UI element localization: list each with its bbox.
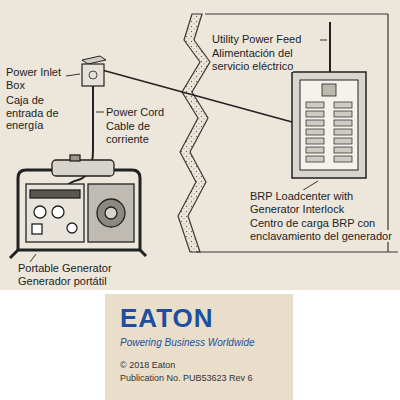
- label-text: Power Inlet Box: [6, 66, 61, 91]
- label-text: BRP Loadcenter with Generator Interlock: [250, 190, 353, 215]
- breaker: [306, 138, 324, 144]
- branch-wire: [102, 70, 292, 122]
- part-label: Centro de carga BRP con enclavamiento de…: [250, 217, 396, 242]
- breaker: [306, 111, 324, 117]
- part-label: Alimentación del servicio eléctrico: [212, 47, 332, 72]
- breaker: [306, 102, 324, 108]
- breaker: [306, 147, 324, 153]
- breaker: [306, 120, 324, 126]
- illustration-ground: [0, 0, 400, 290]
- label-text: Publication No. PUB53623 Rev 6: [120, 373, 253, 383]
- part-label: Portable Generator: [18, 262, 178, 275]
- label-text: Utility Power Feed: [212, 33, 301, 45]
- breaker: [334, 147, 352, 153]
- breaker: [334, 120, 352, 126]
- part-label: Power Inlet Box: [6, 66, 68, 91]
- room-lines: [196, 14, 398, 252]
- label-text: Cable de corriente: [106, 120, 150, 145]
- wall-section: [178, 14, 210, 252]
- label-text: © 2018 Eaton: [120, 360, 175, 370]
- label-text: Centro de carga BRP con enclavamiento de…: [250, 217, 392, 242]
- label-text: Alimentación del servicio eléctrico: [212, 47, 293, 72]
- label-text: EATON: [120, 303, 214, 333]
- breaker: [334, 102, 352, 108]
- portable-generator: [10, 155, 146, 258]
- breaker: [306, 156, 324, 162]
- part-label: Caja de entrada de energía: [6, 94, 82, 132]
- label-text: Powering Business Worldwide: [120, 337, 255, 348]
- power-cord: [65, 86, 93, 196]
- label-text: Caja de entrada de energía: [6, 94, 59, 131]
- breaker: [334, 129, 352, 135]
- loadcenter: [292, 72, 366, 178]
- power-inlet-box: [82, 56, 106, 86]
- part-label: Power Cord: [106, 106, 180, 119]
- part-label: Generador portátil: [18, 275, 178, 288]
- part-label: Cable de corriente: [106, 120, 180, 145]
- label-text: Power Cord: [106, 106, 164, 118]
- label-text: Portable Generator: [18, 262, 112, 274]
- breaker: [334, 138, 352, 144]
- breaker: [334, 111, 352, 117]
- copyright-note: © 2018 Eaton: [120, 360, 290, 370]
- breaker: [334, 156, 352, 162]
- breaker: [306, 129, 324, 135]
- brand-tagline: Powering Business Worldwide: [120, 337, 290, 349]
- logo-ground: [105, 294, 293, 400]
- brand-logo: EATON: [120, 304, 270, 334]
- part-label: BRP Loadcenter with Generator Interlock: [250, 190, 396, 215]
- publication-number: Publication No. PUB53623 Rev 6: [120, 373, 290, 383]
- label-text: Generador portátil: [18, 275, 107, 287]
- utility-feed-line: [329, 22, 331, 72]
- part-label: Utility Power Feed: [212, 33, 320, 46]
